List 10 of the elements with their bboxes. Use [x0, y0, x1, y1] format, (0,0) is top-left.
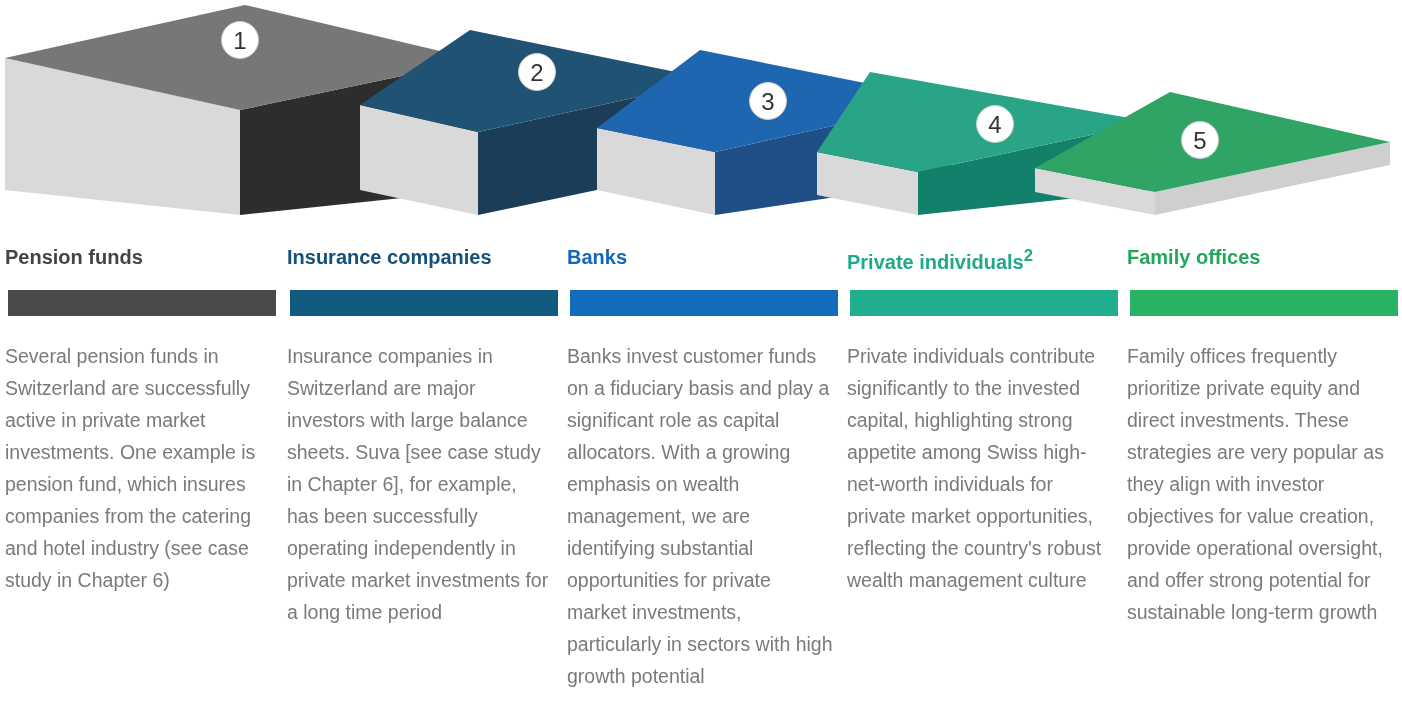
description-text: Family offices frequently prioritize private equity and direct investments. These strategies are very popular as they align with investor objectives for value creation, provide operational oversight, and offer strong potential for sustainable long-term growth — [1127, 344, 1385, 625]
description-text: Private individuals contribute significantly to the invested capital, highlighting strong appetite among Swiss high-net-worth individuals for private market opportunities, reflecting the country's robust wealth management culture — [847, 344, 1103, 593]
description-text: Several pension funds in Switzerland are successfully active in private market investments. One example is pension fund, which insures companies from the catering and hotel industry (see case study in Chapter 6) — [5, 344, 257, 593]
column-heading: Family offices — [1127, 246, 1261, 269]
description-text: Insurance companies in Switzerland are major investors with large balance sheets. Suva [see case study in Chapter 6], for example, has been successfully operating independently in private market investments for a long time period — [287, 344, 550, 625]
column-heading: Insurance companies — [287, 246, 492, 269]
column-heading: Banks — [567, 246, 628, 269]
column-heading: Private individuals$^{2}$ — [847, 246, 1033, 274]
column-heading: Pension funds — [5, 246, 143, 269]
description-text: Banks invest customer funds on a fiduciary basis and play a significant role as capital allocators. With a growing emphasis on wealth management, we are identifying substantial opportunities for private market investments, particularly in sectors with high growth potential — [567, 344, 833, 689]
